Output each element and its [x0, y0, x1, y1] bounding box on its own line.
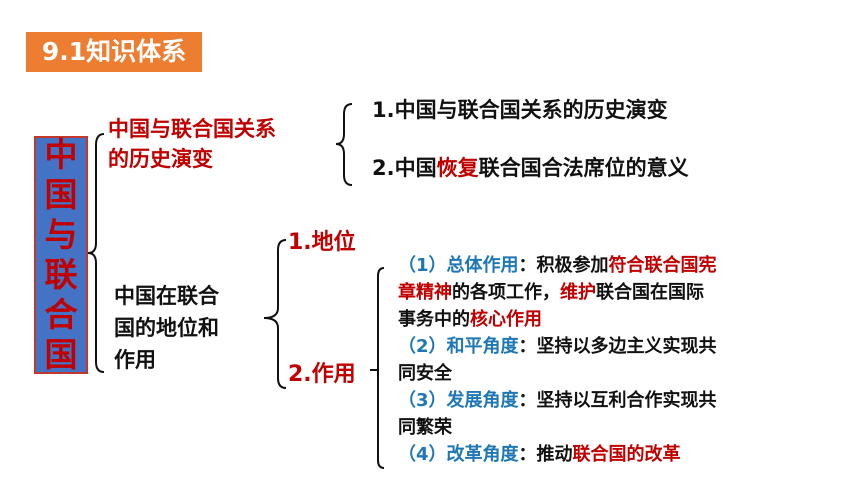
- branch-role-label-line: 国的地位和: [114, 316, 219, 340]
- function-num: （4）: [398, 444, 447, 465]
- function-key: 改革角度: [446, 444, 519, 465]
- function-highlight: 维护: [560, 282, 596, 303]
- main-topic-box: 中 国 与 联 合 国: [34, 135, 88, 374]
- functions-list: （1）总体作用：积极参加符合联合国宪 章精神的各项工作，维护联合国在国际 事务中…: [398, 252, 838, 468]
- main-topic-char: 国: [44, 335, 78, 374]
- function-text: ：积极参加: [518, 255, 609, 276]
- function-text: ：坚持以多边主义实现共: [518, 336, 717, 357]
- function-item-2: （2）和平角度：坚持以多边主义实现共 同安全: [398, 333, 838, 387]
- function-highlight: 核心作用: [470, 309, 542, 330]
- function-text: 的各项工作，: [452, 282, 560, 303]
- function-highlight: 联合国的改革: [572, 444, 681, 465]
- branch-role-label-line: 中国在联合: [114, 284, 219, 308]
- function-text: 事务中的: [398, 309, 470, 330]
- function-key: 发展角度: [446, 390, 519, 411]
- history-item-1: 1.中国与联合国关系的历史演变: [372, 98, 668, 122]
- branch-history-label-line: 中国与联合国关系: [108, 117, 276, 141]
- function-num: （1）: [398, 255, 447, 276]
- status-label: 1.地位: [288, 230, 356, 255]
- main-topic-char: 联: [44, 255, 78, 294]
- function-key: 和平角度: [446, 336, 519, 357]
- function-item-4: （4）改革角度：推动联合国的改革: [398, 441, 838, 468]
- branch-role-label-line: 作用: [114, 348, 156, 372]
- function-text: ：推动: [518, 444, 573, 465]
- main-topic-char: 国: [44, 175, 78, 214]
- function-num: （2）: [398, 336, 447, 357]
- function-num: （3）: [398, 390, 447, 411]
- branch-history-label: 中国与联合国关系 的历史演变: [108, 114, 276, 174]
- main-topic-char: 与: [44, 215, 78, 254]
- function-key: 总体作用: [446, 255, 519, 276]
- branch-history-label-line: 的历史演变: [108, 147, 213, 171]
- history-item-2: 2.中国恢复联合国合法席位的意义: [372, 152, 689, 182]
- section-title-badge: 9.1知识体系: [26, 32, 202, 72]
- history-item-2-post: 联合国合法席位的意义: [478, 156, 689, 180]
- function-highlight: 符合联合国宪: [608, 255, 717, 276]
- function-label: 2.作用: [288, 362, 356, 387]
- function-text: 同繁荣: [398, 417, 452, 438]
- function-item-3: （3）发展角度：坚持以互利合作实现共 同繁荣: [398, 387, 838, 441]
- history-item-2-highlight: 恢复: [436, 156, 479, 180]
- function-text: ：坚持以互利合作实现共: [518, 390, 717, 411]
- function-text: 联合国在国际: [596, 282, 704, 303]
- history-item-2-pre: 2.中国: [372, 156, 437, 180]
- function-text: 同安全: [398, 363, 452, 384]
- function-highlight: 章精神: [398, 282, 452, 303]
- main-topic-char: 合: [44, 295, 78, 334]
- function-item-1: （1）总体作用：积极参加符合联合国宪 章精神的各项工作，维护联合国在国际 事务中…: [398, 252, 838, 333]
- branch-role-label: 中国在联合 国的地位和 作用: [114, 280, 219, 376]
- main-topic-char: 中: [44, 135, 78, 174]
